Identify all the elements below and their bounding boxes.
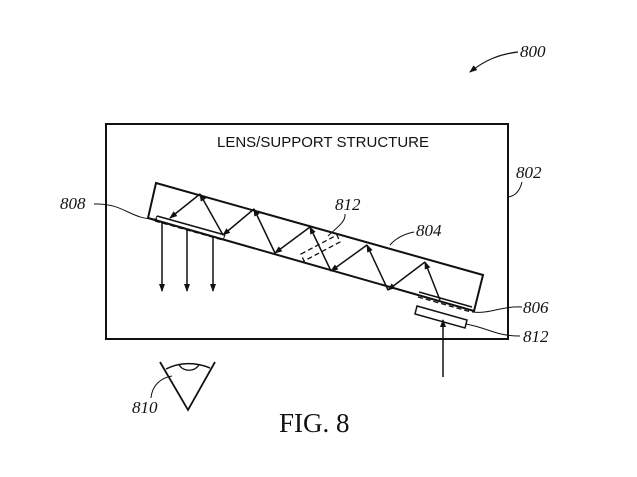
structure-title: LENS/SUPPORT STRUCTURE — [217, 134, 429, 151]
mid-element — [300, 234, 341, 262]
input-coupler — [417, 291, 473, 313]
ray — [309, 226, 332, 272]
lens-support-structure — [105, 123, 509, 340]
eye-leader — [150, 375, 173, 399]
light-source-label: 812 — [523, 327, 549, 346]
figure-caption: FIG. 8 — [279, 408, 350, 438]
figure-reference-label: 800 — [520, 42, 546, 61]
output-coupler-label: 808 — [60, 194, 86, 213]
eye-icon — [159, 361, 216, 412]
light-source-leader — [465, 323, 521, 337]
input-coupler-label: 806 — [523, 298, 549, 317]
output-rays — [159, 222, 216, 292]
waveguide — [146, 181, 485, 313]
input-coupler-leader — [471, 306, 523, 313]
eye-pupil — [178, 364, 200, 371]
ray — [199, 193, 224, 236]
waveguide-label: 804 — [416, 221, 442, 240]
ray — [387, 261, 426, 291]
ray — [169, 193, 201, 219]
mid-element-label: 812 — [335, 195, 361, 214]
structure-label: 802 — [516, 163, 542, 182]
ray — [222, 208, 255, 236]
light-path — [169, 193, 441, 301]
mid-element-leader — [327, 213, 346, 237]
waveguide-leader — [389, 231, 415, 246]
eye-cornea — [165, 362, 211, 370]
figure-reference-arrow — [469, 51, 519, 73]
ray — [274, 226, 311, 254]
structure-leader — [507, 181, 523, 198]
ray — [330, 244, 368, 272]
ray — [253, 208, 276, 254]
eye-outline — [159, 361, 216, 412]
eye-label: 810 — [132, 398, 158, 417]
output-coupler-leader — [93, 203, 158, 220]
ray — [424, 261, 441, 301]
figure-reference: 800 — [469, 42, 546, 73]
light-source — [414, 305, 468, 329]
ray — [366, 244, 389, 291]
output-coupler — [154, 215, 226, 241]
